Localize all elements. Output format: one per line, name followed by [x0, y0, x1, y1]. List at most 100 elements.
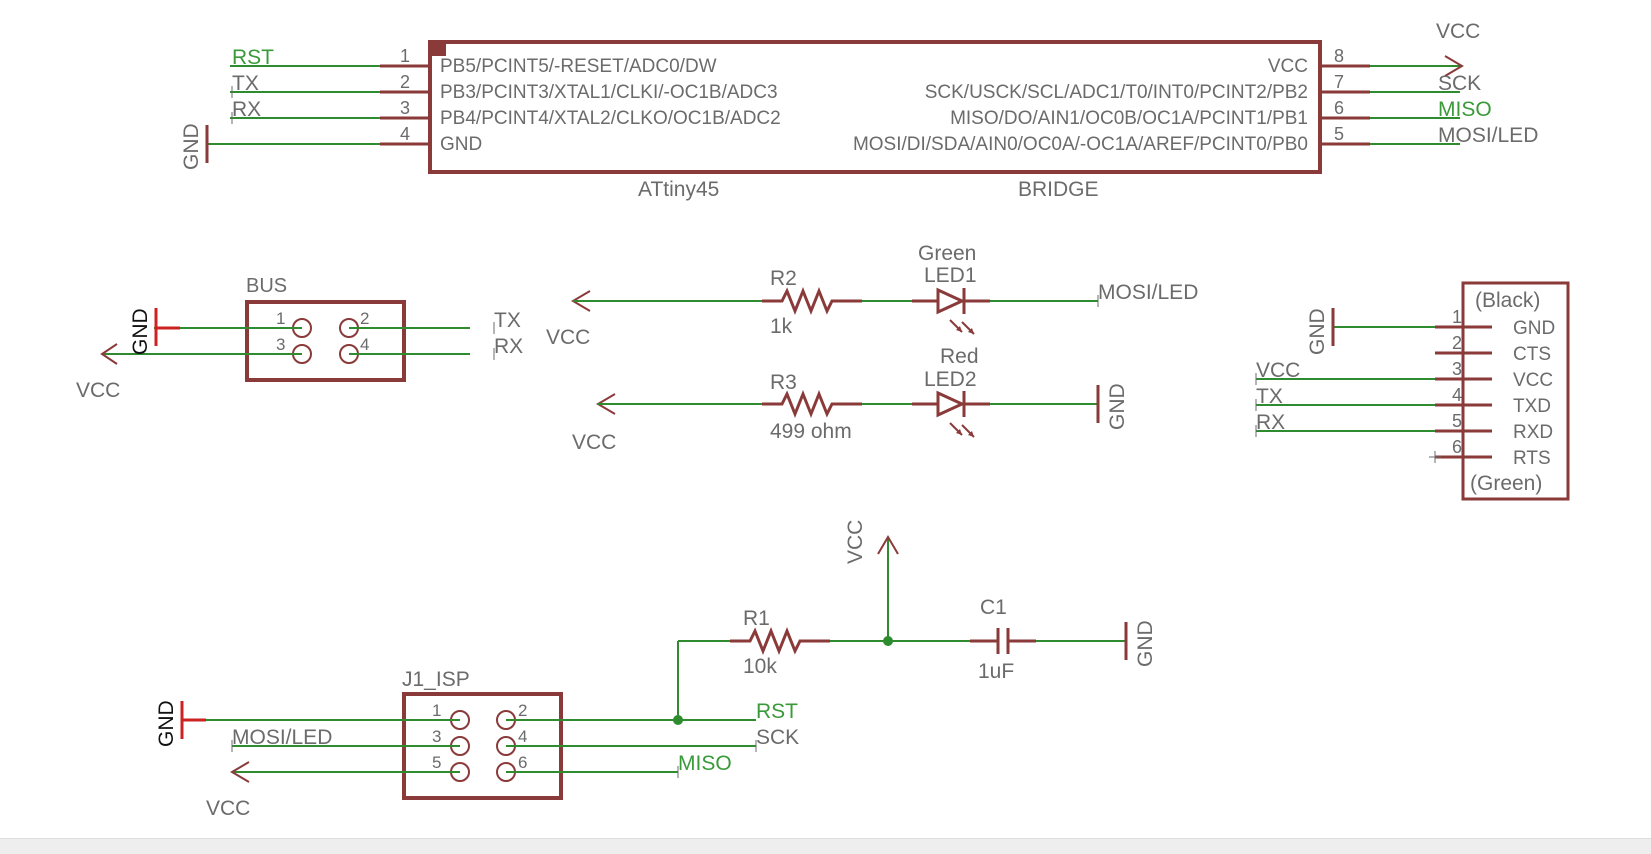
net-label-rst: RST — [232, 46, 274, 69]
ftdi-pin-num: 4 — [1452, 385, 1462, 405]
status-bar — [0, 838, 1651, 854]
cap-name: C1 — [980, 596, 1007, 619]
led1-circuit[interactable]: VCC R2 1k Green LED1 MOSI/LED — [546, 242, 1198, 349]
vcc-arrow-symbol — [230, 761, 250, 783]
ic-left-pin-num: 3 — [400, 98, 410, 118]
ftdi-pin-num: 6 — [1452, 437, 1462, 457]
ic-left-pin-name: PB5/PCINT5/-RESET/ADC0/DW — [440, 56, 717, 77]
net-label-rx: RX — [494, 335, 523, 358]
net-label-mosi-led: MOSI/LED — [1438, 124, 1538, 147]
led1-diode — [912, 287, 990, 335]
isp-pin-num: 4 — [518, 727, 527, 746]
bus-pin-num: 2 — [360, 309, 369, 328]
net-label-mosi-led: MOSI/LED — [232, 726, 332, 749]
ic-attiny45[interactable]: 1 2 3 4 8 7 6 5 PB5/PCINT5/-RESET/ADC0/D… — [180, 20, 1538, 201]
ftdi-bottom-label: (Green) — [1470, 472, 1542, 495]
bus-name: BUS — [246, 275, 287, 297]
net-label-rx: RX — [1256, 411, 1285, 434]
ic-pin1-marker — [432, 44, 446, 56]
vcc-label: VCC — [206, 797, 250, 820]
ftdi-pin-num: 3 — [1452, 359, 1462, 379]
led-color: Red — [940, 345, 979, 368]
ftdi-top-label: (Black) — [1475, 289, 1540, 312]
led2-diode — [912, 390, 990, 438]
gnd-label: GND — [1134, 620, 1157, 667]
capacitor-c1 — [970, 628, 1036, 654]
ic-body — [428, 40, 1322, 174]
gnd-label: GND — [155, 700, 178, 747]
ftdi-pin-name: GND — [1513, 318, 1555, 339]
led-name: LED2 — [924, 368, 977, 391]
net-label-mosi-led: MOSI/LED — [1098, 281, 1198, 304]
ic-left-pin-name: PB3/PCINT3/XTAL1/CLKI/-OC1B/ADC3 — [440, 82, 778, 103]
ic-right-pin-num: 6 — [1334, 98, 1344, 118]
junction-dot — [673, 715, 683, 725]
resistor-name: R2 — [770, 267, 797, 290]
ftdi-pin-num: 5 — [1452, 411, 1462, 431]
vcc-label: VCC — [572, 431, 616, 454]
gnd-symbol: GND — [180, 123, 209, 170]
ic-left-pin-num: 2 — [400, 72, 410, 92]
isp-pin-num: 6 — [518, 753, 527, 772]
net-label-tx: TX — [494, 309, 521, 332]
ftdi-body — [1461, 281, 1570, 501]
ftdi-pin-num: 2 — [1452, 333, 1462, 353]
ic-right-pin-name: MOSI/DI/SDA/AIN0/OC0A/-OC1A/AREF/PCINT0/… — [853, 134, 1308, 155]
ic-right-pin-name: MISO/DO/AIN1/OC0B/OC1A/PCINT1/PB1 — [950, 108, 1308, 129]
isp-pin-num: 5 — [432, 753, 441, 772]
led2-circuit[interactable]: VCC R3 499 ohm Red LED2 GND — [572, 345, 1129, 454]
gnd-label: GND — [1106, 383, 1129, 430]
net-label-rx: RX — [232, 98, 261, 121]
ic-right-pin-num: 7 — [1334, 72, 1344, 92]
ic-left-pin-name: GND — [440, 134, 482, 155]
isp-name: J1_ISP — [402, 668, 470, 691]
resistor-name: R3 — [770, 371, 797, 394]
ftdi-pin-name: RTS — [1513, 448, 1551, 469]
resistor-name: R1 — [743, 607, 770, 630]
net-label-miso: MISO — [1438, 98, 1492, 121]
resistor-value: 499 ohm — [770, 420, 852, 443]
bus-pin-num: 4 — [360, 335, 369, 354]
ftdi-pin-name: VCC — [1513, 370, 1553, 391]
vcc-arrow-symbol — [877, 535, 899, 555]
ic-right-pin-name: VCC — [1268, 56, 1308, 77]
isp-pin-num: 1 — [432, 701, 441, 720]
bus-pin-num: 3 — [276, 335, 285, 354]
vcc-arrow-symbol — [1444, 55, 1464, 77]
gnd-label: GND — [180, 123, 203, 170]
ftdi-pin-name: RXD — [1513, 422, 1553, 443]
net-label-vcc: VCC — [1256, 359, 1300, 382]
ic-left-pin-name: PB4/PCINT4/XTAL2/CLKO/OC1B/ADC2 — [440, 108, 781, 129]
ic-left-pin-num: 4 — [400, 124, 410, 144]
led-color: Green — [918, 242, 976, 265]
net-label-rst: RST — [756, 700, 798, 723]
ic-part-name: ATtiny45 — [638, 178, 719, 201]
ftdi-header[interactable]: (Black) (Green) 1 2 3 4 5 6 GND CTS VCC … — [1255, 281, 1570, 501]
isp-header[interactable]: J1_ISP 1 2 3 4 5 6 GND MOSI/LED VCC RST … — [155, 668, 799, 820]
bus-pin-num: 1 — [276, 309, 285, 328]
ic-right-pin-name: SCK/USCK/SCL/ADC1/T0/INT0/PCINT2/PB2 — [925, 82, 1308, 103]
net-label-miso: MISO — [678, 752, 732, 775]
ftdi-pin-name: CTS — [1513, 344, 1551, 365]
resistor-r3 — [762, 389, 862, 419]
net-label-sck: SCK — [756, 726, 799, 749]
isp-pin-num: 2 — [518, 701, 527, 720]
ic-right-pin-num: 8 — [1334, 46, 1344, 66]
vcc-arrow-symbol — [100, 343, 118, 365]
vcc-label: VCC — [546, 326, 590, 349]
resistor-r1 — [730, 626, 830, 656]
isp-pin-num: 3 — [432, 727, 441, 746]
bus-connector[interactable]: BUS 1 2 3 4 GND VCC TX RX — [76, 275, 523, 402]
net-label-tx: TX — [232, 72, 259, 95]
vcc-label: VCC — [844, 520, 867, 564]
ftdi-pin-name: TXD — [1513, 396, 1551, 417]
gnd-label: GND — [129, 308, 152, 355]
resistor-value: 10k — [743, 655, 777, 678]
bus-body — [245, 300, 406, 382]
led-name: LED1 — [924, 264, 977, 287]
net-label-sck: SCK — [1438, 72, 1481, 95]
gnd-label: GND — [1306, 308, 1329, 355]
reset-circuit[interactable]: R1 10k VCC C1 1uF GND — [677, 520, 1157, 720]
resistor-value: 1k — [770, 315, 793, 338]
